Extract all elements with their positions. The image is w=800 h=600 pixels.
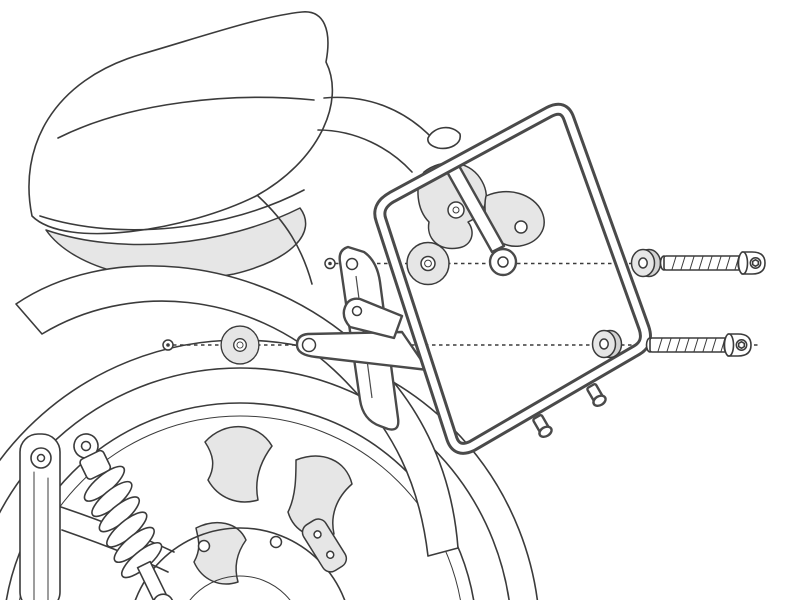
seat-cowl [29, 12, 332, 234]
case-peg-lower [531, 414, 553, 439]
arm-tip-hole [303, 339, 316, 352]
brake-caliper [299, 516, 350, 576]
washer-lower [593, 331, 622, 358]
wheel-hub [176, 576, 304, 600]
plate-upper-hole [347, 259, 358, 270]
signal-stub [428, 128, 460, 149]
frame-pivot-hole [38, 455, 45, 462]
disc-bolt [271, 537, 282, 548]
clamp-hole [448, 202, 464, 218]
case-peg-upper [585, 383, 607, 408]
bolt-upper [661, 252, 766, 274]
caliper-body [299, 516, 350, 576]
clamp-hole [515, 221, 527, 233]
disc-bolt [199, 541, 210, 552]
wheel-spoke-cutout [194, 523, 246, 584]
washer-upper [632, 250, 661, 277]
rail-line [324, 97, 434, 140]
fender-hole-upper [325, 259, 335, 269]
tab-hole [498, 257, 508, 267]
bolt-lower [647, 334, 752, 356]
left-frame-tube [20, 434, 60, 600]
pannier-rack-frame [297, 109, 645, 448]
spacer-bushing-lower [221, 326, 259, 364]
fender-hole-lower [163, 340, 173, 350]
rail-line [318, 130, 412, 172]
rear-wheel [0, 340, 540, 600]
motorcycle-rear [0, 12, 540, 600]
spacer-bushing-upper [407, 243, 449, 285]
tire-outer [0, 340, 540, 600]
grab-rail [318, 97, 460, 172]
spur-hole [353, 307, 362, 316]
tail-bodywork [29, 12, 332, 280]
wheel-spoke-cutout [205, 427, 272, 502]
